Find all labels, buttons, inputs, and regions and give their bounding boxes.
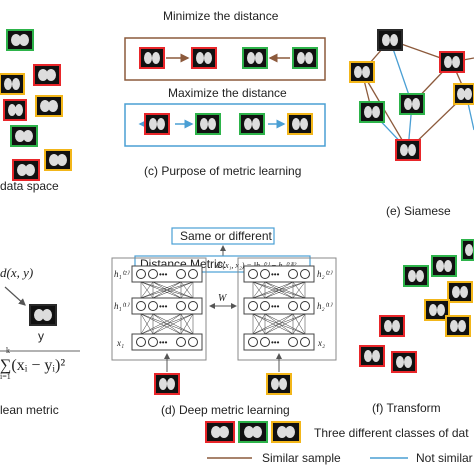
ellipsis: ••• xyxy=(271,338,280,347)
panel-a-caption: data space xyxy=(0,179,59,193)
right-network-frame xyxy=(237,257,337,361)
panel-f: (f) Transform xyxy=(359,239,474,415)
minimize-title: Minimize the distance xyxy=(163,9,279,23)
distance-label: d(x, y) xyxy=(0,265,33,280)
ellipsis: ••• xyxy=(159,338,168,347)
scan-thumbnail xyxy=(6,29,34,51)
scan-thumbnail xyxy=(349,61,375,83)
scan-thumbnail xyxy=(266,373,292,395)
maximize-title: Maximize the distance xyxy=(168,86,287,100)
scan-thumbnail xyxy=(447,281,473,303)
scan-thumbnail xyxy=(431,255,457,277)
right-layer-h1 xyxy=(243,297,315,315)
scan-thumbnail xyxy=(33,64,61,86)
right-h2-label: h₂⁽²⁾ xyxy=(317,269,333,279)
scan-thumbnail xyxy=(3,99,27,121)
output-box xyxy=(171,227,275,245)
sum-upper-limit: k xyxy=(6,346,10,355)
right-layer-x xyxy=(243,333,315,351)
scan-thumbnail xyxy=(44,149,72,171)
scan-thumbnail xyxy=(287,113,313,135)
left-layer-h2 xyxy=(131,265,203,283)
right-network: ••• ••• ••• h₂⁽²⁾ h₂⁽¹⁾ x₂ xyxy=(237,257,337,361)
scan-thumbnail xyxy=(439,51,465,73)
panel-b-caption: lean metric xyxy=(0,403,59,417)
scan-thumbnail xyxy=(35,95,63,117)
scan-thumbnail xyxy=(461,239,474,261)
sum-lower-limit: i=1 xyxy=(0,372,11,381)
maximize-box xyxy=(124,103,326,147)
scan-thumbnail xyxy=(10,125,38,147)
scan-thumbnail xyxy=(242,47,268,69)
scan-thumbnail xyxy=(445,315,471,337)
panel-d: Same or different Distance Metric: d²(x₁… xyxy=(111,227,337,417)
panel-a: data space xyxy=(0,29,72,193)
scan-thumbnail xyxy=(391,351,417,373)
ellipsis: ••• xyxy=(271,270,280,279)
panel-d-caption: (d) Deep metric learning xyxy=(161,403,290,417)
ellipsis: ••• xyxy=(159,302,168,311)
scan-thumbnail xyxy=(403,265,429,287)
euclidean-formula: ∑(xᵢ − yᵢ)² xyxy=(0,357,65,374)
legend-classes-text: Three different classes of dat xyxy=(314,426,469,440)
scan-thumbnail xyxy=(144,113,170,135)
ellipsis: ••• xyxy=(271,302,280,311)
left-layer-x xyxy=(131,333,203,351)
legend-similar-label: Similar sample xyxy=(262,451,341,465)
left-layer-h1 xyxy=(131,297,203,315)
scan-thumbnail xyxy=(292,47,318,69)
scan-thumbnail xyxy=(395,139,421,161)
left-h2-label: h₁⁽²⁾ xyxy=(114,269,130,279)
panel-c-caption: (c) Purpose of metric learning xyxy=(144,164,301,178)
distance-arrow xyxy=(4,286,26,306)
class-swatch-green xyxy=(238,421,268,443)
scan-thumbnail xyxy=(239,113,265,135)
scan-thumbnail xyxy=(154,373,180,395)
output-label: Same or different xyxy=(180,229,272,243)
minimize-box xyxy=(124,37,326,81)
scan-thumbnail xyxy=(195,113,221,135)
scan-thumbnail xyxy=(424,299,450,321)
left-h1-label: h₁⁽¹⁾ xyxy=(114,301,130,311)
weight-label: W xyxy=(218,293,228,304)
legend-not-similar-label: Not similar xyxy=(416,451,473,465)
scan-thumbnail xyxy=(359,101,385,123)
scan-thumbnail xyxy=(377,29,403,51)
scan-thumbnail xyxy=(29,304,57,326)
legend: Three different classes of dat Similar s… xyxy=(205,421,473,465)
panel-e: (e) Siamese xyxy=(349,29,474,218)
scan-thumbnail xyxy=(359,345,385,367)
left-network-frame xyxy=(111,257,207,361)
scan-thumbnail xyxy=(399,93,425,115)
class-swatch-red xyxy=(205,421,235,443)
point-y-label: y xyxy=(38,329,44,343)
scan-thumbnail xyxy=(139,47,165,69)
right-h1-label: h₂⁽¹⁾ xyxy=(317,301,333,311)
scan-thumbnail xyxy=(191,47,217,69)
left-x-label: x₁ xyxy=(116,338,124,348)
right-x-label: x₂ xyxy=(317,338,325,348)
panel-c: Minimize the distance Maximize the dista… xyxy=(124,9,326,178)
scan-thumbnail xyxy=(379,315,405,337)
panel-f-caption: (f) Transform xyxy=(372,401,441,415)
ellipsis: ••• xyxy=(159,270,168,279)
class-swatch-orange xyxy=(271,421,301,443)
panel-e-caption: (e) Siamese xyxy=(386,204,451,218)
panel-b: d(x, y) y k i=1 ∑(xᵢ − yᵢ)² lean metric xyxy=(0,265,80,417)
scan-thumbnail xyxy=(453,83,474,105)
scan-thumbnail xyxy=(0,73,25,95)
right-layer-h2 xyxy=(243,265,315,283)
scan-thumbnail xyxy=(12,159,40,181)
left-network: ••• ••• ••• h₁⁽²⁾ h₁⁽¹⁾ x₁ xyxy=(111,257,207,361)
